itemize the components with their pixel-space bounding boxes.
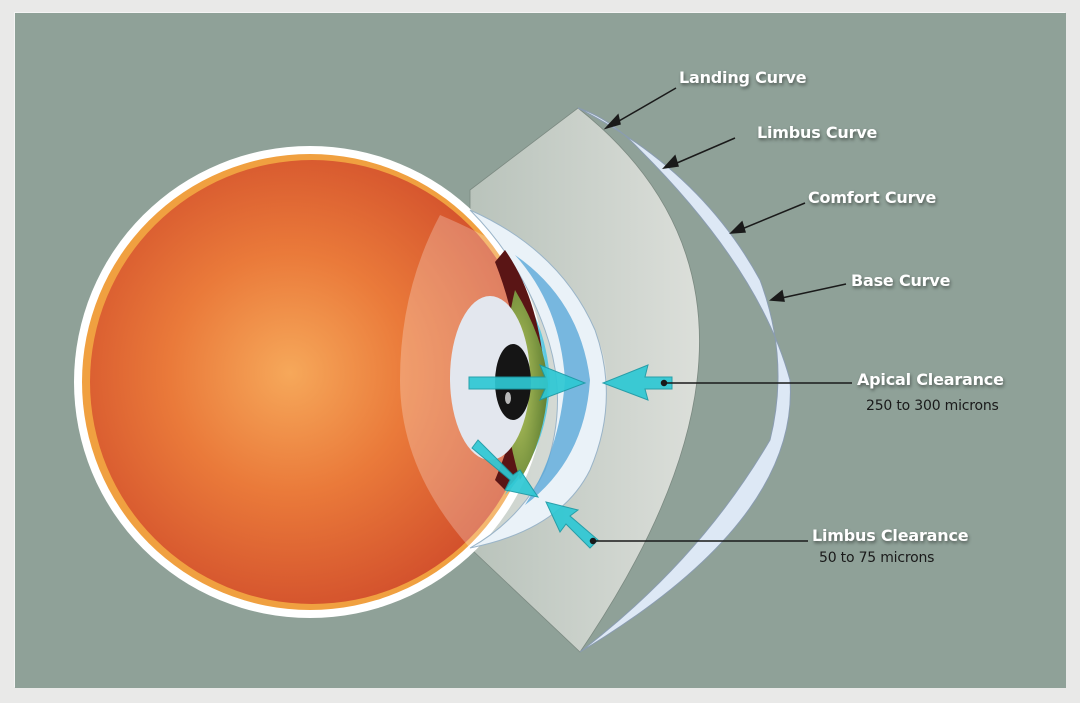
comfort-curve-label: Comfort Curve bbox=[808, 188, 937, 207]
eyeball bbox=[74, 146, 546, 618]
limbus-clearance-value: 50 to 75 microns bbox=[819, 550, 935, 566]
apical-clearance-arrows bbox=[468, 364, 673, 401]
limbus-clearance-label: Limbus Clearance bbox=[812, 526, 969, 545]
base-curve-label: Base Curve bbox=[851, 271, 951, 290]
limbus-clearance-arrows bbox=[471, 439, 599, 549]
apical-clearance-label: Apical Clearance bbox=[857, 370, 1004, 389]
limbus-curve-label: Limbus Curve bbox=[757, 123, 878, 142]
leader-lines bbox=[589, 87, 852, 545]
apical-clearance-value: 250 to 300 microns bbox=[866, 398, 999, 414]
landing-curve-label: Landing Curve bbox=[679, 68, 807, 87]
